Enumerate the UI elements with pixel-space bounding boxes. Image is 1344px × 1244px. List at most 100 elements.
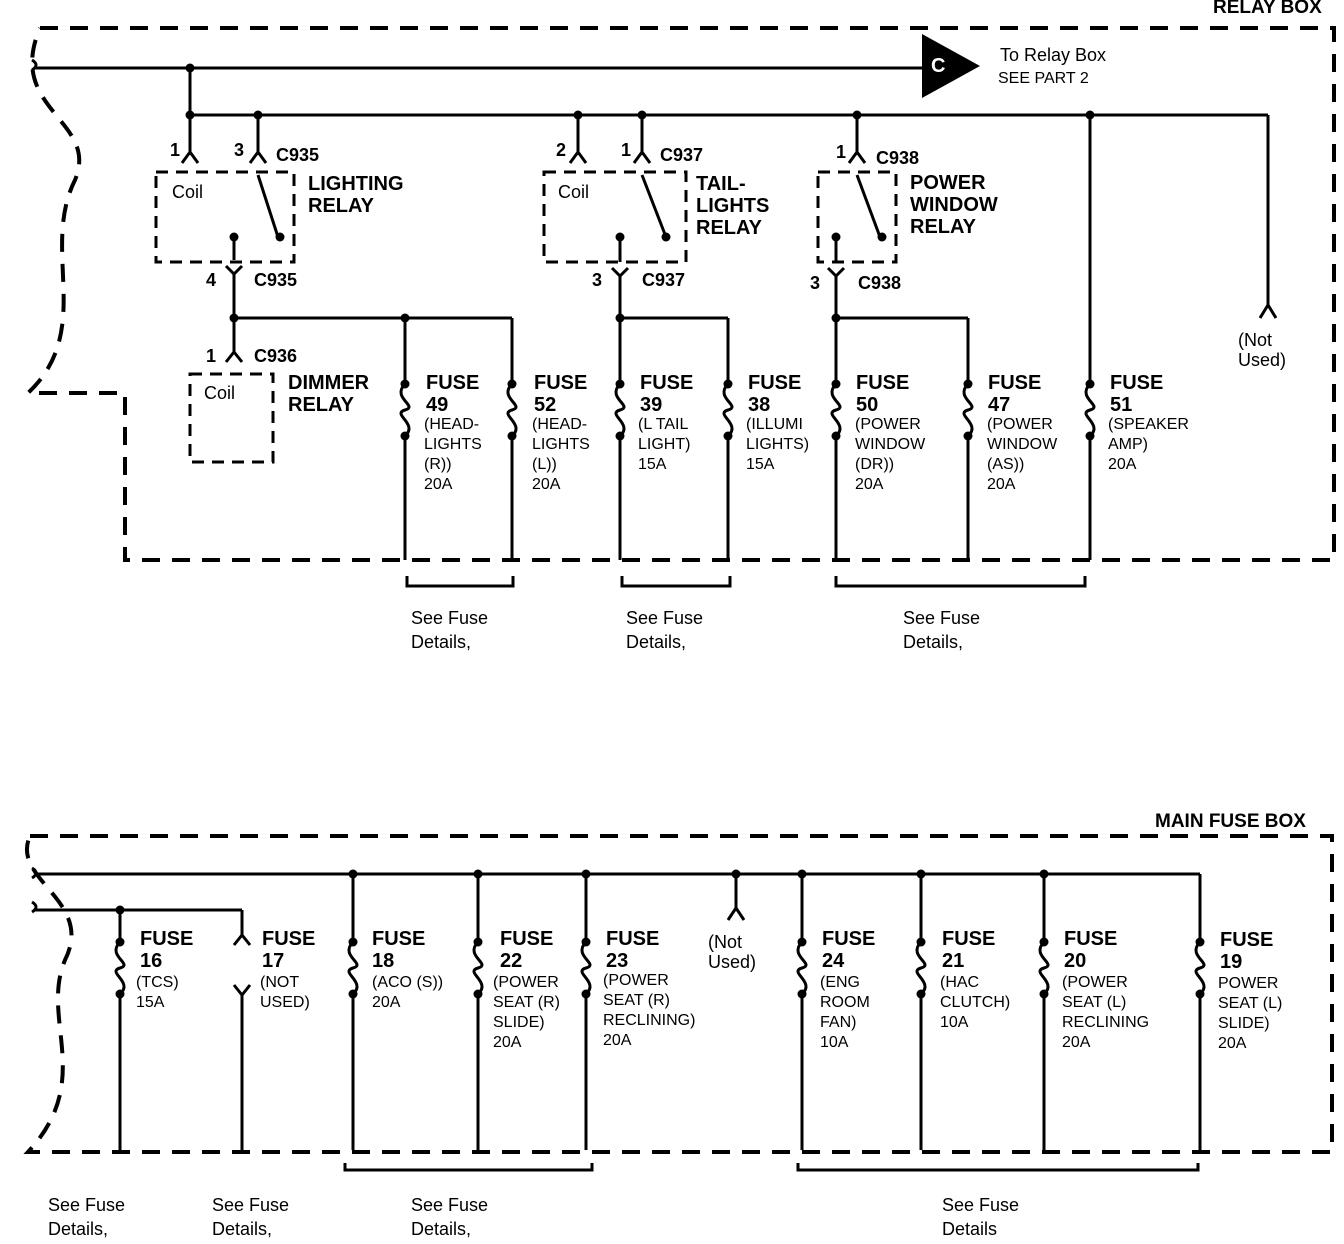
main-fuse-box-title: MAIN FUSE BOX [1155,811,1306,832]
see-part-2-label: SEE PART 2 [998,70,1089,87]
fuse-20-label: FUSE [1064,928,1118,950]
tail-pin-3: 3 [592,270,603,290]
fuse-23-label: FUSE [606,928,660,950]
fuse-17-desc: (NOT USED) [260,974,310,1011]
junction-dot [507,431,517,441]
fuse-symbol [962,382,974,438]
fuse-symbol [580,940,592,996]
fuse-symbol [347,940,359,996]
fuse-symbol [1084,382,1096,438]
fuse-22-label: FUSE [500,928,554,950]
fuse-symbol [722,382,734,438]
main-fuse-box-wires [31,866,1202,1172]
junction-dot [185,110,195,120]
fuse-50-label: FUSE [856,372,910,394]
junction-dot [661,232,671,242]
junction-dot [1039,869,1049,879]
junction-dot [916,869,926,879]
fuse-22-number: 22 [500,950,523,972]
to-relay-box-label: To Relay Box [1000,45,1107,65]
junction-dot [400,313,410,323]
junction-dot [615,379,625,389]
fuse-23-desc: (POWER SEAT (R) RECLINING) 20A [603,972,696,1049]
relay-see-fuse-1: See Fuse Details, [411,608,489,652]
connector-c-label: C [931,55,946,77]
fuse-symbol [1194,940,1206,996]
lighting-pin-4: 4 [206,270,217,290]
lighting-pin-3: 3 [234,140,245,160]
junction-dot [831,232,841,242]
junction-dot [115,937,125,947]
junction-dot [507,379,517,389]
main-see-fuse-3: See Fuse Details, [411,1195,489,1239]
junction-dot [615,313,625,323]
junction-dot [1039,937,1049,947]
fuse-52-label: FUSE [534,372,588,394]
junction-dot [253,110,263,120]
fuse-symbol [399,382,411,438]
junction-dot [831,431,841,441]
fuse-symbol [1038,940,1050,996]
relay-box-outline [22,26,1336,562]
junction-dot [1085,431,1095,441]
junction-dot [348,989,358,999]
junction-dot [731,869,741,879]
junction-dot [877,232,887,242]
fuse-22-desc: (POWER SEAT (R) SLIDE) 20A [493,974,560,1051]
junction-dot [723,431,733,441]
main-see-fuse-4: See Fuse Details [942,1195,1020,1239]
fuse-17-label: FUSE [262,928,316,950]
fuse-20-number: 20 [1064,950,1087,972]
fuse-symbol [915,940,927,996]
junction-dot [229,313,239,323]
fuse-19-label: FUSE [1220,929,1274,951]
fuse-symbol [796,940,808,996]
fuse-49-number: 49 [426,394,449,416]
fuse-19-desc: POWER SEAT (L) SLIDE) 20A [1218,975,1283,1052]
junction-dot [852,110,862,120]
fuse-20-desc: (POWER SEAT (L) RECLINING 20A [1062,974,1150,1051]
dimmer-pin-1: 1 [206,346,217,366]
junction-dot [1039,989,1049,999]
tail-connector-bottom: C937 [642,270,686,290]
junction-dot [615,431,625,441]
lighting-connector-top: C935 [276,145,320,165]
junction-dot [1085,379,1095,389]
junction-dot [963,379,973,389]
junction-dot [1195,989,1205,999]
junction-dot [916,989,926,999]
tail-pin-2: 2 [556,140,567,160]
junction-dot [115,989,125,999]
fuse-symbols [114,382,1206,996]
junction-dot [400,431,410,441]
junction-dot [400,379,410,389]
fuse-symbol [472,940,484,996]
fuse-38-desc: (ILLUMI LIGHTS) 15A [746,416,810,473]
junction-dot [348,937,358,947]
fuse-47-label: FUSE [988,372,1042,394]
lighting-pin-1: 1 [170,140,181,160]
fuse-symbol [830,382,842,438]
junction-dot [229,232,239,242]
fuse-51-number: 51 [1110,394,1133,416]
fuse-52-desc: (HEAD- LIGHTS (L)) 20A [532,416,590,493]
relay-see-fuse-2: See Fuse Details, [626,608,704,652]
fuse-18-label: FUSE [372,928,426,950]
fuse-17-number: 17 [262,950,285,972]
pw-connector-top: C938 [876,148,920,168]
junction-dot [573,110,583,120]
fuse-38-label: FUSE [748,372,802,394]
fuse-50-number: 50 [856,394,879,416]
junction-dot [797,989,807,999]
tail-connector-top: C937 [660,145,704,165]
fuse-49-label: FUSE [426,372,480,394]
junction-dot [963,431,973,441]
junction-dot [831,379,841,389]
fuse-51-label: FUSE [1110,372,1164,394]
junction-dot [1195,937,1205,947]
junction-dot [831,313,841,323]
junction-dot [637,110,647,120]
fuse-38-number: 38 [748,394,771,416]
junction-dots [115,63,1205,999]
